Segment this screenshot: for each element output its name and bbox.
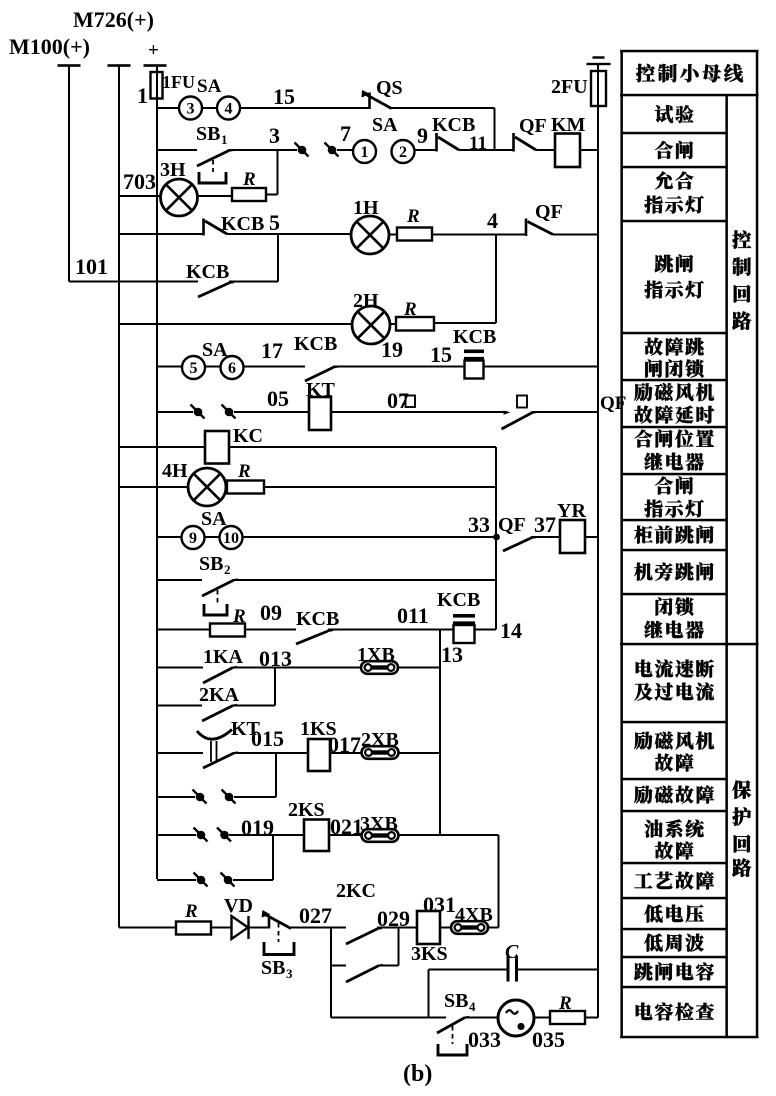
svg-text:SB: SB <box>199 553 223 575</box>
svg-text:2KC: 2KC <box>336 880 376 902</box>
svg-text:1H: 1H <box>353 197 379 219</box>
svg-text:10: 10 <box>223 530 239 547</box>
svg-text:SA: SA <box>201 508 227 530</box>
svg-text:SA: SA <box>197 76 222 97</box>
svg-text:2FU: 2FU <box>551 76 588 98</box>
svg-text:4: 4 <box>487 208 498 233</box>
svg-text:M100(+): M100(+) <box>9 34 90 59</box>
svg-text:(b): (b) <box>403 1061 432 1087</box>
svg-text:4H: 4H <box>162 460 188 482</box>
svg-text:2KS: 2KS <box>288 799 325 821</box>
svg-text:1: 1 <box>221 132 228 147</box>
svg-text:3: 3 <box>269 123 280 148</box>
svg-text:3: 3 <box>187 100 195 117</box>
svg-text:703: 703 <box>123 169 156 194</box>
svg-text:11: 11 <box>469 133 487 154</box>
svg-text:M726(+): M726(+) <box>73 7 154 32</box>
svg-text:C: C <box>505 941 519 963</box>
svg-text:SB: SB <box>444 990 468 1012</box>
svg-text:017: 017 <box>328 732 361 757</box>
svg-text:015: 015 <box>251 726 284 751</box>
svg-text:QF: QF <box>600 393 626 414</box>
svg-text:QF: QF <box>535 201 563 223</box>
svg-text:17: 17 <box>261 338 283 363</box>
svg-text:KCB: KCB <box>294 333 337 355</box>
svg-text:031: 031 <box>423 892 456 917</box>
svg-text:YR: YR <box>557 500 586 522</box>
svg-text:+: + <box>148 40 159 61</box>
svg-text:KC: KC <box>233 425 263 447</box>
svg-text:1FU: 1FU <box>162 72 195 92</box>
svg-text:07: 07 <box>387 388 409 413</box>
svg-text:KCB: KCB <box>437 589 480 611</box>
svg-text:05: 05 <box>267 386 289 411</box>
svg-text:3: 3 <box>286 966 293 981</box>
svg-text:R: R <box>232 606 246 627</box>
svg-text:VD: VD <box>224 895 253 917</box>
svg-text:R: R <box>403 299 417 320</box>
svg-text:1: 1 <box>137 83 148 108</box>
svg-text:101: 101 <box>75 254 108 279</box>
svg-text:1KA: 1KA <box>203 646 244 668</box>
svg-text:4: 4 <box>225 100 233 117</box>
svg-text:SB: SB <box>196 123 220 145</box>
svg-text:14: 14 <box>500 618 522 643</box>
svg-text:R: R <box>184 901 198 922</box>
svg-text:027: 027 <box>299 903 332 928</box>
svg-text:33: 33 <box>468 512 490 537</box>
svg-text:KCB: KCB <box>296 608 339 630</box>
svg-text:QF: QF <box>498 514 526 536</box>
svg-text:9: 9 <box>189 530 197 547</box>
svg-text:033: 033 <box>468 1027 501 1052</box>
svg-text:15: 15 <box>273 84 295 109</box>
svg-text:SA: SA <box>202 339 228 361</box>
svg-text:R: R <box>237 461 251 482</box>
svg-text:6: 6 <box>228 360 236 377</box>
svg-text:KCB: KCB <box>221 213 264 235</box>
svg-text:2XB: 2XB <box>361 729 399 751</box>
svg-text:QF: QF <box>519 115 547 137</box>
svg-text:019: 019 <box>241 815 274 840</box>
svg-text:3KS: 3KS <box>411 943 448 965</box>
svg-text:029: 029 <box>377 906 410 931</box>
svg-text:5: 5 <box>269 210 280 235</box>
svg-text:R: R <box>406 206 420 227</box>
svg-text:013: 013 <box>259 646 292 671</box>
svg-text:011: 011 <box>397 603 429 628</box>
svg-text:3H: 3H <box>160 159 186 181</box>
svg-text:3XB: 3XB <box>360 813 398 835</box>
svg-text:021: 021 <box>330 814 363 839</box>
svg-text:4: 4 <box>469 999 476 1014</box>
svg-text:KCB: KCB <box>453 326 496 348</box>
svg-text:2: 2 <box>399 144 407 161</box>
svg-text:7: 7 <box>340 121 351 146</box>
svg-text:19: 19 <box>381 337 403 362</box>
svg-text:15: 15 <box>430 342 452 367</box>
svg-text:KCB: KCB <box>432 114 475 136</box>
svg-text:1: 1 <box>361 144 369 161</box>
svg-text:R: R <box>242 169 256 190</box>
svg-text:5: 5 <box>190 360 198 377</box>
svg-text:R: R <box>558 993 572 1014</box>
svg-text:SA: SA <box>372 114 398 136</box>
svg-text:KM: KM <box>551 114 586 136</box>
svg-text:09: 09 <box>260 600 282 625</box>
svg-text:1KS: 1KS <box>300 718 337 740</box>
svg-text:2H: 2H <box>353 290 379 312</box>
svg-text:37: 37 <box>534 512 556 537</box>
svg-text:9: 9 <box>417 123 428 148</box>
svg-text:035: 035 <box>532 1027 565 1052</box>
svg-text:KT: KT <box>231 718 261 740</box>
svg-text:13: 13 <box>441 642 463 667</box>
svg-text:KCB: KCB <box>186 261 229 283</box>
svg-text:1XB: 1XB <box>357 644 395 666</box>
svg-text:4XB: 4XB <box>455 904 493 926</box>
svg-text:2: 2 <box>224 562 231 577</box>
svg-text:SB: SB <box>261 957 285 979</box>
svg-text:2KA: 2KA <box>199 684 240 706</box>
svg-text:QS: QS <box>376 77 403 99</box>
svg-text:KT: KT <box>306 379 336 401</box>
